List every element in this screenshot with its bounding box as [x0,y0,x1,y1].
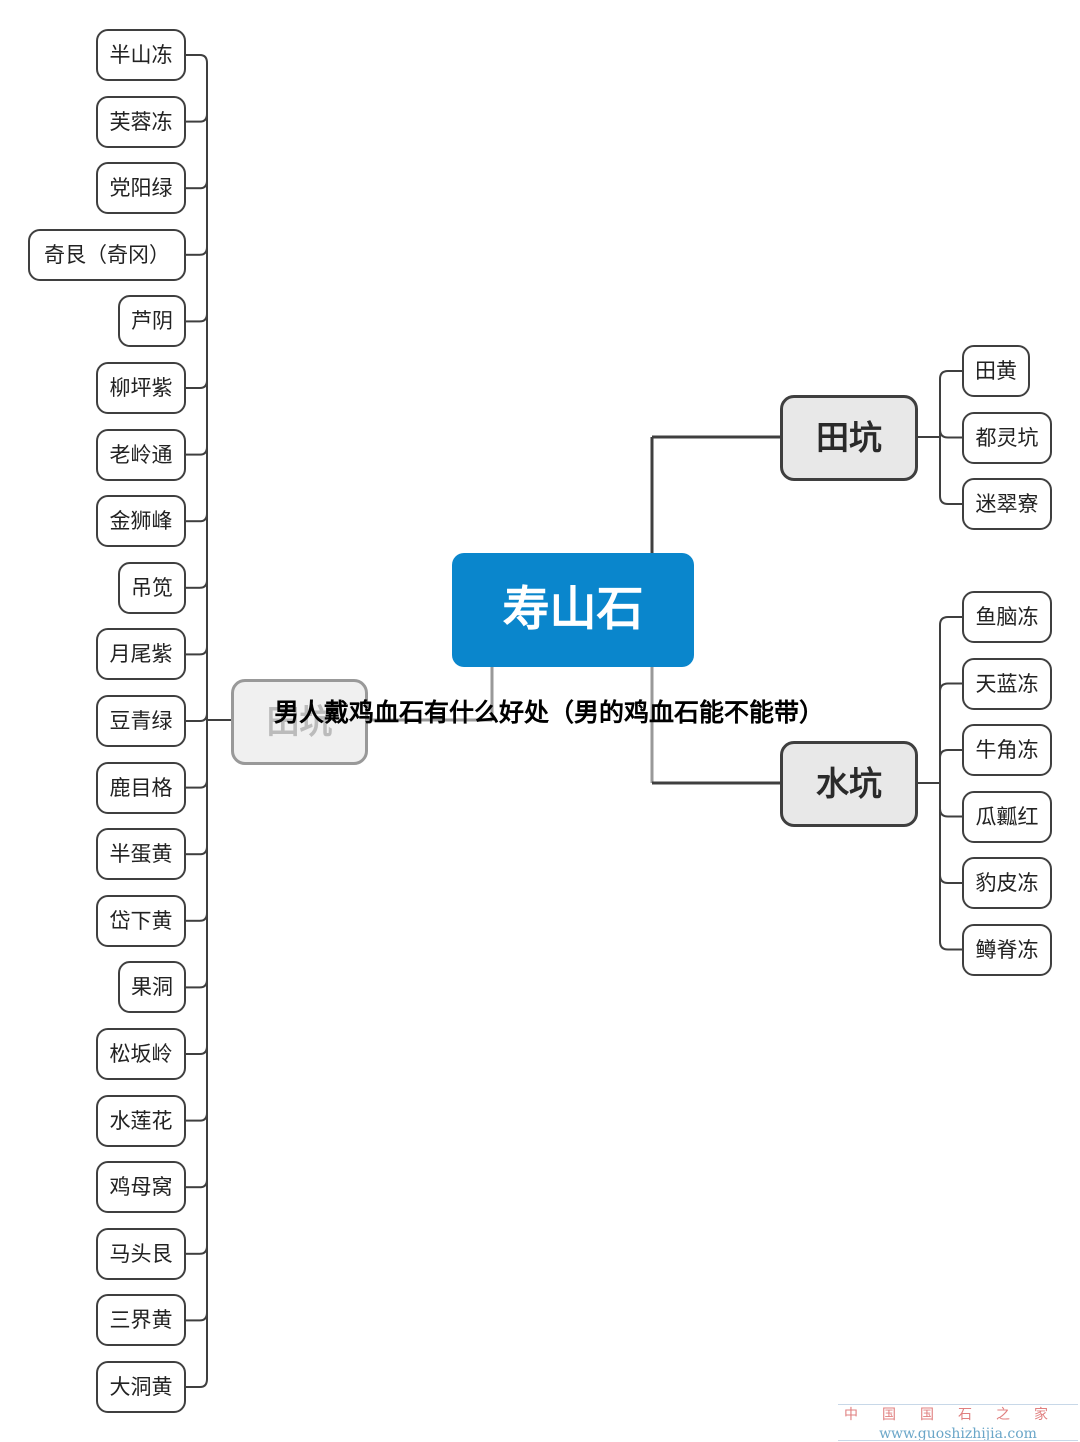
leaf-node-left[interactable]: 果洞 [118,961,186,1014]
connector-left-curve [199,1179,208,1189]
connector-tiankeng-curve [939,429,949,439]
leaf-node-left[interactable]: 水莲花 [96,1094,186,1147]
connector-left-curve [199,1245,208,1255]
connector-left-curve [199,446,208,456]
connector-left-curve [199,113,208,123]
leaf-node-left[interactable]: 党阳绿 [96,162,186,215]
watermark-chinese: 中国国石之家 [844,1407,1072,1423]
leaf-node-left[interactable]: 鹿目格 [96,761,186,814]
connector-shuikeng-curve [939,682,949,692]
connector-left-curve [199,1045,208,1055]
connector-shuikeng-curve [939,808,949,818]
connector-tiankeng-curve [939,370,949,380]
connector-shuikeng-curve [939,616,949,626]
connector-left-curve [199,846,208,856]
watermark: 中国国石之家 www.guoshizhijia.com [838,1404,1078,1442]
leaf-node-left[interactable]: 芙蓉冻 [96,95,186,148]
connector-left-curve [199,1378,208,1388]
leaf-node-left[interactable]: 半山冻 [96,29,186,81]
connector-left-curve [199,313,208,323]
leaf-node-left[interactable]: 柳坪紫 [96,362,186,414]
leaf-node-shuikeng[interactable]: 牛角冻 [962,724,1052,776]
connector-tiankeng-curve [939,495,949,505]
branch-node-shuikeng[interactable]: 水坑 [780,741,918,827]
leaf-node-left[interactable]: 老岭通 [96,428,186,481]
leaf-node-left[interactable]: 大洞黄 [96,1361,186,1413]
leaf-node-tiankeng[interactable]: 迷翠寮 [962,478,1052,530]
leaf-node-left[interactable]: 豆青绿 [96,695,186,747]
leaf-node-shuikeng[interactable]: 天蓝冻 [962,657,1052,710]
leaf-node-left[interactable]: 月尾紫 [96,628,186,681]
connector-left-curve [199,513,208,523]
connector-left-curve [199,1112,208,1122]
leaf-node-left[interactable]: 半蛋黄 [96,828,186,881]
leaf-node-left[interactable]: 松坂岭 [96,1028,186,1080]
connector-left-curve [199,912,208,922]
connector-left-curve [199,779,208,789]
leaf-node-left[interactable]: 鸡母窝 [96,1161,186,1214]
connector-left-curve [199,54,208,64]
connector-left-curve [199,246,208,256]
leaf-node-left[interactable]: 三界黄 [96,1294,186,1347]
overlay-title: 男人戴鸡血石有什么好处（男的鸡血石能不能带） [274,698,825,727]
connector-left-curve [199,979,208,989]
leaf-node-shuikeng[interactable]: 瓜瓤红 [962,790,1052,843]
connector-shuikeng-curve [939,874,949,884]
connector-shuikeng-curve [939,941,949,951]
leaf-node-left[interactable]: 岱下黄 [96,894,186,947]
leaf-node-shuikeng[interactable]: 鱼脑冻 [962,591,1052,643]
leaf-node-tiankeng[interactable]: 都灵坑 [962,411,1052,464]
connector-left-curve [199,1312,208,1322]
connector-left-curve [199,579,208,589]
leaf-node-left[interactable]: 金狮峰 [96,495,186,548]
leaf-node-left[interactable]: 芦阴 [118,295,186,348]
leaf-node-shuikeng[interactable]: 鳟脊冻 [962,923,1052,976]
connector-left-curve [199,646,208,656]
branch-node-left[interactable]: 田坑 [231,679,368,765]
connector-shuikeng-curve [939,749,949,759]
leaf-node-left[interactable]: 马头艮 [96,1227,186,1280]
connector-left-curve [199,180,208,190]
leaf-node-shuikeng[interactable]: 豹皮冻 [962,857,1052,909]
connector-left-curve [199,379,208,389]
leaf-node-left[interactable]: 奇艮（奇冈） [28,228,186,281]
connector-left-curve [199,712,208,722]
leaf-node-tiankeng[interactable]: 田黄 [962,345,1030,397]
branch-node-tiankeng[interactable]: 田坑 [780,395,918,481]
root-node[interactable]: 寿山石 [452,553,694,667]
watermark-rule-bottom [838,1440,1078,1441]
watermark-url: www.guoshizhijia.com [879,1426,1037,1442]
leaf-node-left[interactable]: 吊笕 [118,561,186,614]
watermark-rule-top [838,1404,1078,1405]
